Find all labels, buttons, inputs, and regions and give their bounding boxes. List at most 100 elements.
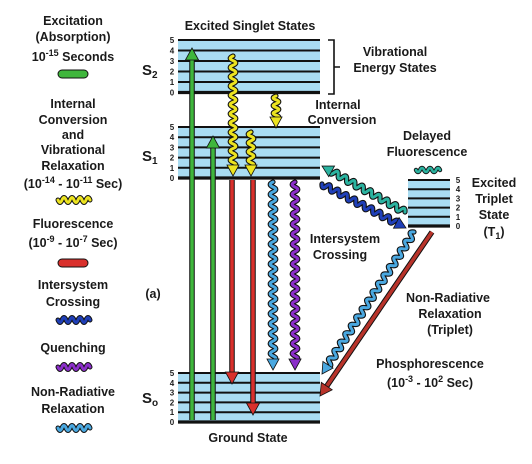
wavy-arrow-icon bbox=[55, 195, 93, 205]
fluorescence-arrow-1-head bbox=[224, 371, 240, 385]
non-radiative-triplet-label: Relaxation bbox=[418, 307, 481, 321]
wavy-arrow-icon bbox=[55, 423, 93, 433]
intersystem-crossing-label: Intersystem bbox=[310, 232, 380, 246]
panel-label: (a) bbox=[145, 287, 160, 301]
internal-conversion-arrow-head bbox=[269, 116, 283, 129]
level-number: 4 bbox=[170, 47, 175, 56]
legend-isc-text: Intersystem bbox=[38, 278, 108, 292]
vibrational-energy-label: Vibrational bbox=[363, 45, 427, 59]
legend-quenching-text: Quenching bbox=[40, 341, 105, 355]
legend-fluorescence-text: Fluorescence bbox=[33, 217, 114, 231]
straight-arrow-icon bbox=[57, 258, 89, 268]
non-radiative-triplet-label: Non-Radiative bbox=[406, 291, 490, 305]
legend-internal-text: Relaxation bbox=[41, 159, 104, 173]
fluorescence-arrow-2-head bbox=[245, 402, 261, 416]
level-number: 3 bbox=[170, 143, 175, 152]
delayed-fluorescence-label: Fluorescence bbox=[387, 145, 468, 159]
vibrational-energy-label: Energy States bbox=[353, 61, 436, 75]
legend-internal-text: Vibrational bbox=[41, 143, 105, 157]
legend-nonrad-text: Non-Radiative bbox=[31, 385, 115, 399]
triplet-state-label: Triplet bbox=[475, 192, 513, 206]
legend-nonrad-text: Relaxation bbox=[41, 402, 104, 416]
quenching-arrow-head bbox=[288, 358, 302, 371]
excitation-to-s1-arrow-head bbox=[205, 135, 221, 149]
phosphorescence-label: Phosphorescence bbox=[376, 357, 484, 371]
s2-levels-band bbox=[178, 40, 320, 93]
wavy-arrow-icon bbox=[55, 315, 93, 325]
excited-singlet-states-title: Excited Singlet States bbox=[185, 19, 316, 33]
triplet-state-label: Excited bbox=[472, 176, 516, 190]
legend-internal-text: (10-14​ - 10-11​ Sec) bbox=[24, 175, 123, 191]
s1-symbol: S1 bbox=[142, 148, 158, 167]
level-number: 2 bbox=[170, 398, 175, 407]
legend-excitation-text: 10-15​ Seconds bbox=[32, 48, 115, 64]
fluorescence-arrow-2 bbox=[245, 180, 261, 416]
delayed-fluorescence-arrow bbox=[321, 165, 408, 215]
level-number: 0 bbox=[170, 174, 175, 183]
phosphorescence-label: (10-3​ - 102​ Sec) bbox=[387, 374, 473, 390]
level-number: 4 bbox=[456, 185, 461, 194]
level-number: 0 bbox=[170, 89, 175, 98]
non-radiative-relaxation-arrow bbox=[266, 179, 280, 371]
triplet-state-label: State bbox=[479, 208, 510, 222]
intersystem-crossing-label: Crossing bbox=[313, 248, 367, 262]
excitation-to-s2-arrow bbox=[184, 47, 200, 420]
level-number: 5 bbox=[456, 176, 461, 185]
delayed-fluorescence-label: Delayed bbox=[403, 129, 451, 143]
legend-internal-text: Internal bbox=[50, 97, 95, 111]
legend-internal-text: and bbox=[62, 128, 84, 142]
level-number: 3 bbox=[170, 57, 175, 66]
excitation-to-s2-arrow-head bbox=[184, 47, 200, 61]
legend-item-fluorescence: Fluorescence (10-9​ - 10-7​ Sec) bbox=[28, 217, 118, 268]
level-number: 1 bbox=[170, 164, 175, 173]
non-radiative-triplet-arrow bbox=[321, 229, 417, 375]
level-number: 5 bbox=[170, 36, 175, 45]
internal-conversion-arrow bbox=[269, 93, 283, 129]
internal-conversion-label: Internal bbox=[315, 98, 360, 112]
s2-symbol: S2 bbox=[142, 62, 158, 81]
level-number: 2 bbox=[456, 204, 461, 213]
non-radiative-relaxation-arrow-head bbox=[266, 358, 280, 371]
legend: Excitation(Absorption)10-15​ SecondsInte… bbox=[24, 14, 123, 433]
legend-item-quenching: Quenching bbox=[40, 341, 106, 372]
internal-conversion-label: Conversion bbox=[308, 113, 377, 127]
level-number: 0 bbox=[456, 222, 461, 231]
vibrational-relaxation-arrow bbox=[244, 129, 258, 177]
level-number: 4 bbox=[170, 133, 175, 142]
phosphorescence-arrow bbox=[319, 230, 435, 397]
level-number: 0 bbox=[170, 418, 175, 427]
intersystem-crossing-arrow-head bbox=[392, 216, 407, 229]
legend-fluorescence-text: (10-9​ - 10-7​ Sec) bbox=[28, 234, 117, 250]
excitation-to-s1-arrow bbox=[205, 135, 221, 420]
level-number: 5 bbox=[170, 369, 175, 378]
delayed-fluorescence-arrow-head bbox=[321, 165, 336, 178]
triplet-state-symbol: (T1) bbox=[484, 225, 505, 241]
internal-conversion-s2-s1-arrow bbox=[226, 53, 240, 177]
level-number: 3 bbox=[456, 194, 461, 203]
vibrational-bracket bbox=[328, 39, 340, 95]
non-radiative-triplet-label: (Triplet) bbox=[427, 323, 473, 337]
level-number: 2 bbox=[170, 154, 175, 163]
level-number: 3 bbox=[170, 389, 175, 398]
ground-state-title: Ground State bbox=[208, 431, 287, 445]
straight-arrow-icon bbox=[57, 69, 89, 79]
t1-levels-band bbox=[408, 180, 450, 226]
vibrational-relaxation-arrow-head bbox=[244, 164, 258, 177]
phosphorescence-arrow-head bbox=[319, 381, 334, 397]
wavy-arrow-icon bbox=[55, 362, 93, 372]
legend-item-internal: InternalConversionandVibrationalRelaxati… bbox=[24, 97, 123, 205]
fluorescence-arrow-1 bbox=[224, 180, 240, 385]
transition-arrows bbox=[184, 47, 435, 420]
non-radiative-triplet-arrow-head bbox=[321, 360, 334, 375]
s0-levels-band bbox=[178, 373, 320, 422]
level-number: 1 bbox=[170, 408, 175, 417]
legend-excitation-text: Excitation bbox=[43, 14, 103, 28]
legend-item-excitation: Excitation(Absorption)10-15​ Seconds bbox=[32, 14, 115, 79]
